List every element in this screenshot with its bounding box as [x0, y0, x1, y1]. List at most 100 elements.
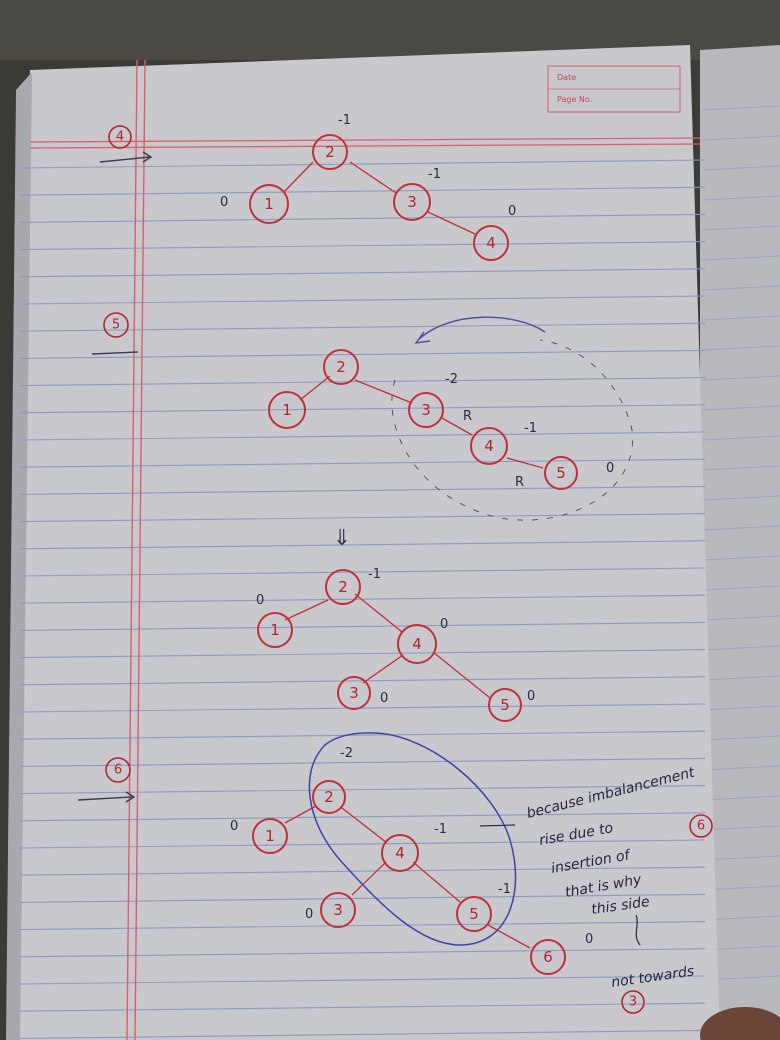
svg-text:3: 3	[349, 684, 359, 702]
svg-text:2: 2	[325, 143, 335, 161]
tree5a-node-5: 5	[544, 456, 578, 490]
ruled-line	[19, 730, 706, 740]
tree6-node-2: 2	[312, 780, 346, 814]
step-4: 4 2 1 3 4 -1 0 -1 0	[99, 113, 516, 261]
ruled-line	[19, 404, 706, 414]
svg-text:1: 1	[264, 195, 274, 213]
tree5a-node-1: 1	[268, 391, 306, 429]
svg-text:2: 2	[338, 578, 348, 596]
ruled-line	[19, 567, 706, 577]
tree5b-node-2: 2	[325, 569, 361, 605]
svg-text:6: 6	[697, 819, 705, 834]
ruled-line	[19, 431, 706, 441]
ruled-line	[19, 921, 706, 931]
ruled-line	[19, 893, 706, 903]
svg-text:1: 1	[265, 827, 275, 845]
tree5b-node-1: 1	[257, 612, 293, 648]
ruled-line	[19, 594, 706, 604]
step-6-marker: 6	[105, 757, 131, 783]
tree5a-node-3: 3	[408, 392, 444, 428]
date-label: Date	[557, 73, 576, 82]
adjacent-page	[700, 45, 780, 1040]
tree4-bf-4: 0	[508, 204, 516, 219]
tree4-node-1: 1	[249, 184, 289, 224]
ruled-line	[19, 649, 706, 659]
ruled-line	[19, 159, 706, 169]
tree6-bf-1: 0	[230, 819, 238, 834]
ruled-line	[19, 703, 706, 713]
rotation-arrow	[417, 316, 546, 341]
tree6-bf-3: 0	[305, 907, 313, 922]
tree6-bf-4: -1	[434, 822, 447, 837]
svg-text:4: 4	[412, 635, 422, 653]
tree4-node-2: 2	[312, 134, 348, 170]
svg-text:1: 1	[282, 401, 292, 419]
tree6-node-1: 1	[252, 818, 288, 854]
ruled-line	[19, 975, 706, 985]
svg-text:6: 6	[114, 763, 122, 778]
ruled-lines	[19, 159, 706, 1039]
step-4-marker: 4	[108, 125, 132, 149]
svg-text:3: 3	[629, 995, 637, 1010]
ruled-line	[19, 213, 706, 223]
ruled-line	[19, 186, 706, 196]
svg-text:5: 5	[469, 905, 479, 923]
imbalance-highlight-ellipse	[308, 732, 517, 946]
step-5-marker: 5	[103, 312, 129, 338]
ruled-line	[19, 458, 706, 468]
svg-text:2: 2	[324, 788, 334, 806]
ruled-line	[19, 241, 706, 251]
ruled-line	[19, 1029, 706, 1039]
svg-text:4: 4	[484, 437, 494, 455]
tree6-node-6: 6	[530, 939, 566, 975]
tree6-node-3: 3	[320, 892, 356, 928]
step-5-balanced: 2 1 4 3 5 -1 0 0 0 0	[256, 567, 535, 722]
ruled-line	[19, 866, 706, 876]
tree5b-bf-2: -1	[368, 567, 381, 582]
tree5a-bf-4: -1	[524, 421, 537, 436]
ruled-line	[19, 485, 706, 495]
tree4-bf-3: -1	[428, 167, 441, 182]
tree5b-bf-5: 0	[527, 689, 535, 704]
rotation-mark-r2: R	[515, 475, 524, 490]
ruled-line	[19, 1002, 706, 1012]
tree4-bf-1: 0	[220, 195, 228, 210]
margin-lines	[29, 59, 701, 1040]
svg-text:1: 1	[270, 621, 280, 639]
thumb	[700, 1007, 780, 1040]
ruled-line	[19, 812, 706, 822]
note-pointer	[479, 824, 516, 827]
svg-text:5: 5	[112, 318, 120, 333]
tree5a-bf-3: -2	[445, 372, 458, 387]
tree5a-bf-5: 0	[606, 461, 614, 476]
tree6-bf-5: -1	[498, 882, 511, 897]
svg-text:5: 5	[500, 696, 510, 714]
rotation-mark-r1: R	[463, 409, 472, 424]
note-ref-circle-6: 6	[689, 814, 713, 838]
tree5b-node-4: 4	[397, 624, 437, 664]
tree5b-bf-3: 0	[380, 691, 388, 706]
ruled-line	[19, 785, 706, 795]
ruled-line	[19, 676, 706, 686]
ruled-line	[19, 839, 706, 849]
tree5a-node-4: 4	[470, 427, 508, 465]
svg-text:4: 4	[486, 234, 496, 252]
svg-text:6: 6	[543, 948, 553, 966]
tree5b-node-5: 5	[488, 688, 522, 722]
tree5b-bf-1: 0	[256, 593, 264, 608]
svg-text:3: 3	[333, 901, 343, 919]
tree6-bf-6: 0	[585, 932, 593, 947]
step-6: 6 2 1 4 3 5 6 -2 0 -1 0 -1 0	[77, 732, 593, 975]
ruled-line	[19, 757, 706, 767]
tree4-bf-2: -1	[338, 113, 351, 128]
tree5a-node-2: 2	[323, 349, 359, 385]
ruled-line	[19, 513, 706, 523]
tree5b-node-3: 3	[337, 676, 371, 710]
note-ref-circle-3: 3	[621, 990, 645, 1014]
svg-text:4: 4	[395, 844, 405, 862]
svg-text:4: 4	[116, 130, 124, 145]
svg-text:3: 3	[421, 401, 431, 419]
tree4-node-4: 4	[473, 225, 509, 261]
tree6-node-4: 4	[381, 834, 419, 872]
